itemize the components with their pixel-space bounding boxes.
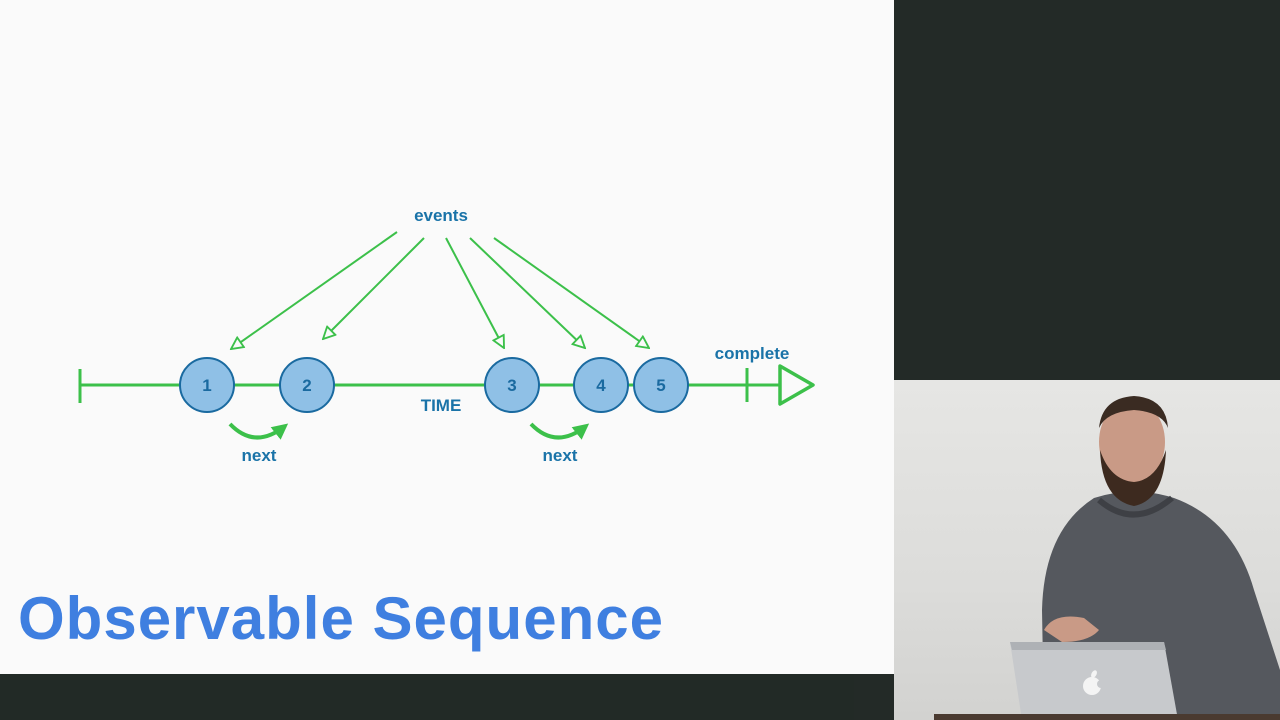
- observable-diagram: 1 2 3 4 5 events TIME complete next: [78, 206, 815, 465]
- event-arrow-3: [445, 237, 504, 348]
- presenter-hair: [1099, 396, 1168, 428]
- presenter-head: [1099, 400, 1165, 484]
- event-node-label: 1: [202, 376, 211, 395]
- event-arrow-5: [493, 237, 649, 348]
- complete-label: complete: [715, 344, 790, 363]
- event-node-1: 1: [179, 357, 235, 413]
- next-label-1: next: [242, 446, 277, 465]
- event-arrow-4: [469, 237, 585, 348]
- next-arrow-2: [529, 422, 590, 440]
- event-arrow-2: [323, 237, 425, 339]
- bottom-letterbox: [0, 674, 854, 720]
- next-label-2: next: [543, 446, 578, 465]
- event-node-3: 3: [484, 357, 540, 413]
- event-node-label: 3: [507, 376, 516, 395]
- event-node-2: 2: [279, 357, 335, 413]
- events-label: events: [414, 206, 468, 225]
- presenter-scene: [934, 396, 1280, 720]
- presenter-beard: [1100, 450, 1166, 506]
- event-node-label: 2: [302, 376, 311, 395]
- slide-title: Observable Sequence: [18, 585, 664, 652]
- event-arrow-1: [231, 231, 398, 349]
- event-node-label: 5: [656, 376, 665, 395]
- apple-logo-icon: [1083, 670, 1105, 695]
- presenter-arm: [1044, 616, 1099, 642]
- next-arrow-1: [228, 422, 289, 440]
- event-node-label: 4: [596, 376, 606, 395]
- time-label: TIME: [421, 396, 462, 415]
- event-node-5: 5: [633, 357, 689, 413]
- event-node-4: 4: [573, 357, 629, 413]
- timeline-arrowhead-icon: [778, 364, 815, 406]
- podium: [934, 714, 1280, 720]
- presenter-camera-view: [894, 380, 1280, 720]
- presentation-slide: 1 2 3 4 5 events TIME complete next: [0, 0, 894, 674]
